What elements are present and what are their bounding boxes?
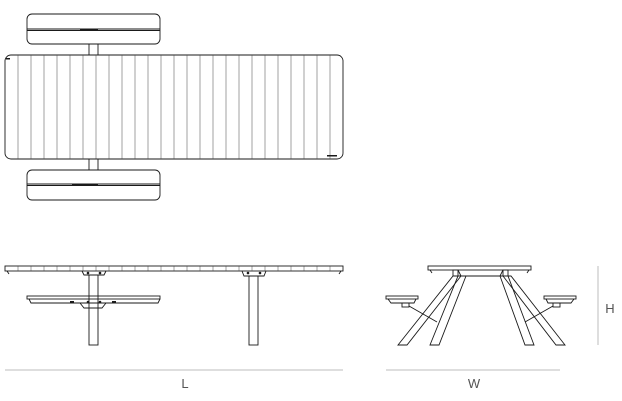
width-label: W (468, 376, 481, 391)
top-view (4, 13, 344, 201)
side-view-table-top (4, 265, 344, 275)
end-view-table-top (427, 265, 532, 277)
side-view-right-leg (241, 270, 267, 346)
top-view-lower-bench (26, 169, 161, 201)
end-view-right-bench (524, 295, 577, 323)
top-view-upper-bench (26, 13, 161, 45)
top-view-upper-connector (88, 43, 99, 56)
side-view-bench (26, 295, 161, 309)
side-view-left-leg (81, 270, 107, 346)
end-view-left-bench (385, 295, 438, 323)
height-label: H (605, 301, 614, 316)
end-view (385, 265, 577, 346)
dimension-height: H (597, 266, 615, 345)
dimension-width: W (386, 369, 560, 391)
dimension-length: L (5, 369, 343, 391)
end-view-legs (397, 275, 566, 346)
length-label: L (181, 376, 188, 391)
top-view-table-top (4, 54, 344, 160)
side-view (4, 265, 344, 346)
top-view-lower-connector (88, 158, 99, 171)
